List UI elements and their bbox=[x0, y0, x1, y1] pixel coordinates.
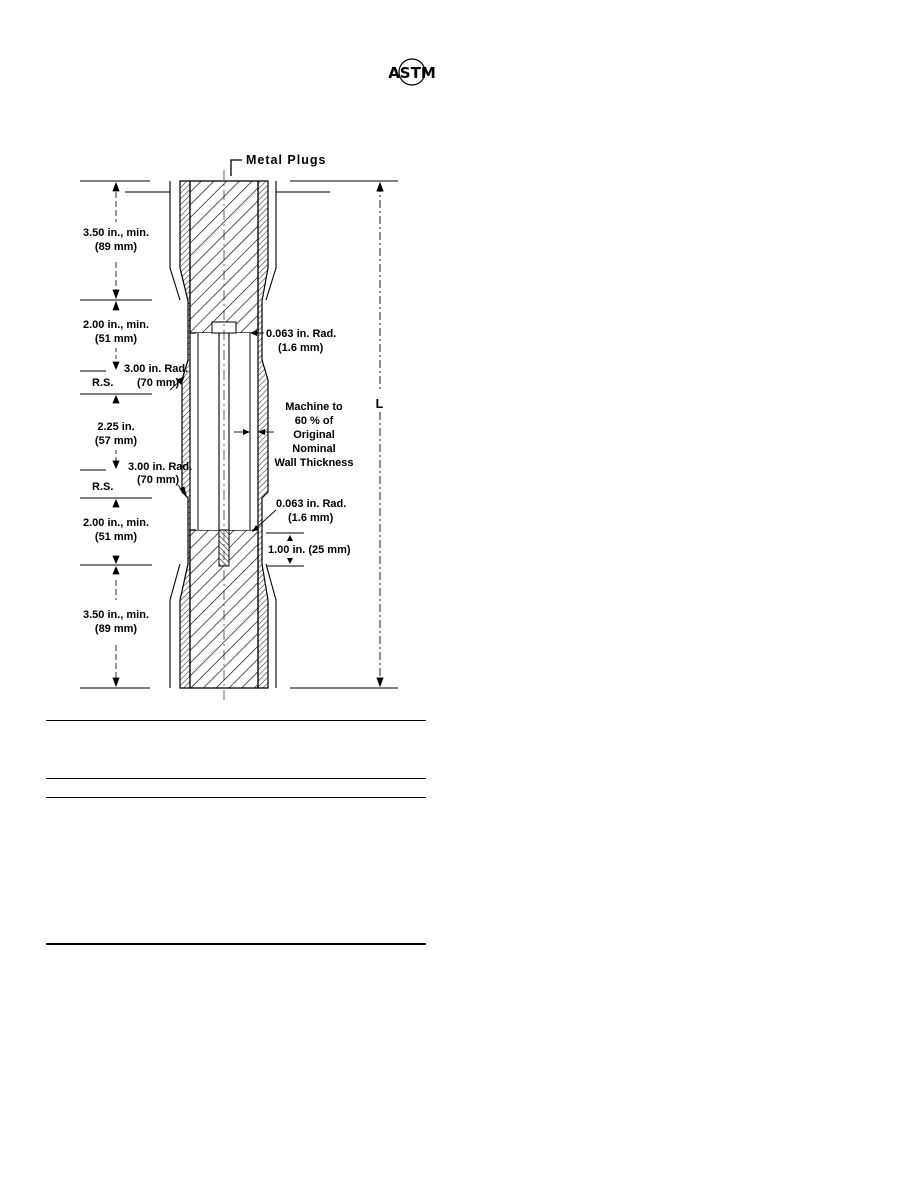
machine-note-line4: Nominal bbox=[292, 443, 335, 455]
upper-rs-label: R.S. bbox=[92, 377, 113, 389]
grip-outlines bbox=[125, 181, 330, 688]
machine-note-line1: Machine to bbox=[285, 401, 343, 413]
table-rule-body-top bbox=[46, 797, 426, 798]
lower-radius-mm: (70 mm) bbox=[137, 474, 180, 486]
overall-length-dimension bbox=[290, 180, 398, 689]
lower-radius: 3.00 in. Rad. bbox=[128, 461, 192, 473]
lower-shoulder-length-mm: (51 mm) bbox=[95, 531, 138, 543]
upper-fillet-radius-mm: (1.6 mm) bbox=[278, 342, 324, 354]
bottom-grip-length-mm: (89 mm) bbox=[95, 623, 138, 635]
table-rule-bottom bbox=[46, 943, 426, 945]
table-rule-top bbox=[46, 720, 426, 721]
tube-wall bbox=[179, 180, 269, 689]
upper-radius: 3.00 in. Rad. bbox=[124, 363, 188, 375]
plug-insertion-depth: 1.00 in. (25 mm) bbox=[268, 544, 351, 556]
top-grip-length-mm: (89 mm) bbox=[95, 241, 138, 253]
right-dimension-labels: 0.063 in. Rad. (1.6 mm) Machine to 60 % … bbox=[234, 328, 354, 567]
bottom-grip-length: 3.50 in., min. bbox=[83, 609, 149, 621]
lower-rs-label: R.S. bbox=[92, 481, 113, 493]
metal-plugs-callout: Metal Plugs bbox=[230, 153, 326, 176]
overall-length-symbol: L bbox=[376, 397, 385, 411]
lower-shoulder-length: 2.00 in., min. bbox=[83, 517, 149, 529]
upper-radius-mm: (70 mm) bbox=[137, 377, 180, 389]
machine-note-line3: Original bbox=[293, 429, 335, 441]
gage-length-mm: (57 mm) bbox=[95, 435, 138, 447]
astm-logo-text: ASTM bbox=[388, 64, 436, 82]
astm-logo: ASTM bbox=[388, 58, 436, 86]
top-grip-length: 3.50 in., min. bbox=[83, 227, 149, 239]
upper-shoulder-length: 2.00 in., min. bbox=[83, 319, 149, 331]
gage-length: 2.25 in. bbox=[97, 421, 134, 433]
left-dimension-line bbox=[112, 181, 120, 688]
upper-fillet-radius: 0.063 in. Rad. bbox=[266, 328, 336, 340]
lower-fillet-radius-mm: (1.6 mm) bbox=[288, 512, 334, 524]
upper-shoulder-length-mm: (51 mm) bbox=[95, 333, 138, 345]
machine-note-line5: Wall Thickness bbox=[274, 457, 353, 469]
table-rule-header-bottom bbox=[46, 778, 426, 779]
metal-plugs-label: Metal Plugs bbox=[246, 153, 326, 167]
radius-leaders-left bbox=[169, 376, 187, 497]
lower-fillet-radius: 0.063 in. Rad. bbox=[276, 498, 346, 510]
left-extension-lines bbox=[80, 180, 152, 689]
machine-note-line2: 60 % of bbox=[295, 415, 334, 427]
left-dimension-labels: 3.50 in., min. (89 mm) 2.00 in., min. (5… bbox=[83, 227, 192, 635]
